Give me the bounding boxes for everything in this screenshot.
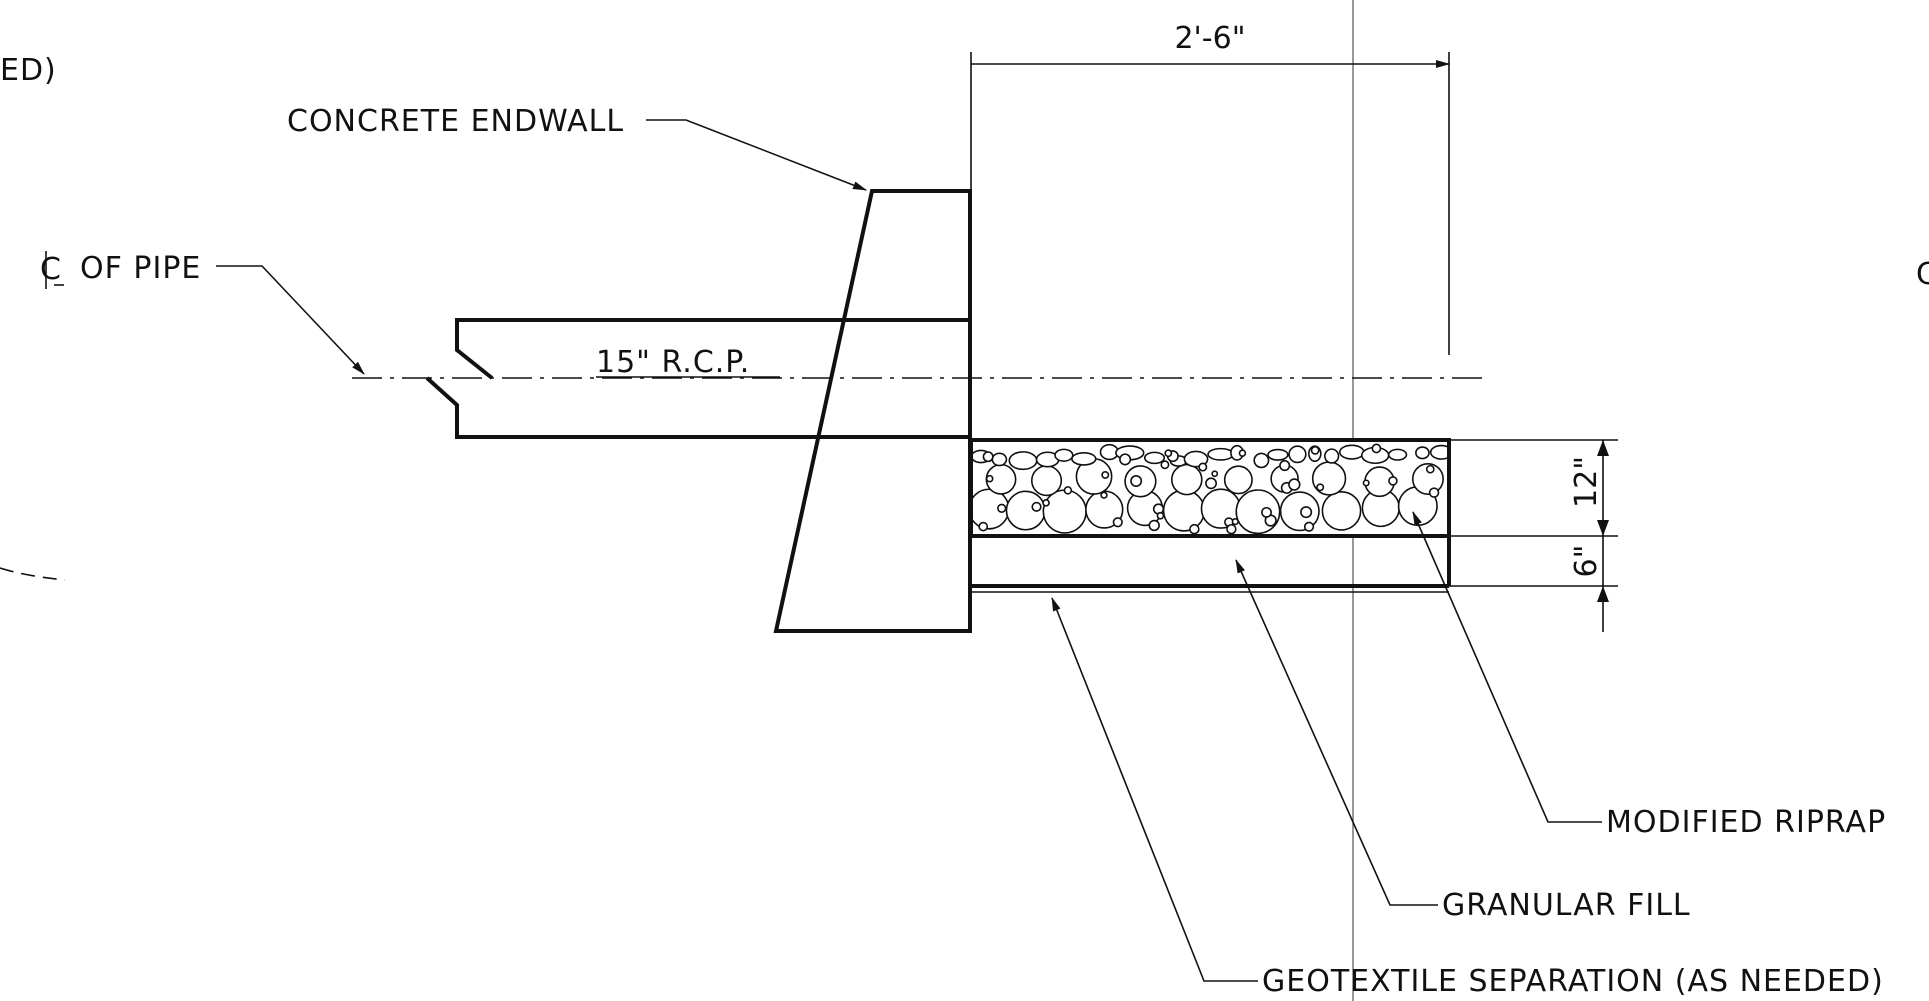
dim-arrow-fill-bottom [1597,586,1609,602]
left-partial-dashed-line [0,567,66,581]
cl-of-pipe-leader [216,265,365,375]
dim-arrow-riprap-top [1597,440,1609,456]
centerline-icon: C [40,251,64,289]
left-partial-label: ED) [0,53,57,88]
geotextile-label: GEOTEXTILE SEPARATION (AS NEEDED) [1262,964,1884,999]
right-partial-centerline: C [1916,257,1929,292]
svg-text:C: C [40,252,62,287]
pipe-bottom-wall [425,376,970,439]
dim-arrow-riprap-bottom [1597,520,1609,536]
modified-riprap-leader [1412,511,1602,823]
concrete-endwall-label: CONCRETE ENDWALL [287,104,624,139]
concrete-endwall-leader [646,119,867,191]
pipe-top-wall [455,318,970,380]
granular-fill-label: GRANULAR FILL [1442,888,1691,923]
dim-fill-label: 6" [1569,545,1604,578]
geotextile-leader [1051,597,1258,982]
cl-of-pipe-label: OF PIPE [80,251,201,286]
concrete-endwall [773,189,972,633]
pipe-label: 15" R.C.P. [596,345,750,380]
modified-riprap-label: MODIFIED RIPRAP [1606,805,1886,840]
dim-width-label: 2'-6" [1174,21,1245,56]
granular-fill-leader [1235,559,1438,906]
dim-riprap-label: 12" [1569,456,1604,508]
modified-riprap-layer [969,438,1451,538]
